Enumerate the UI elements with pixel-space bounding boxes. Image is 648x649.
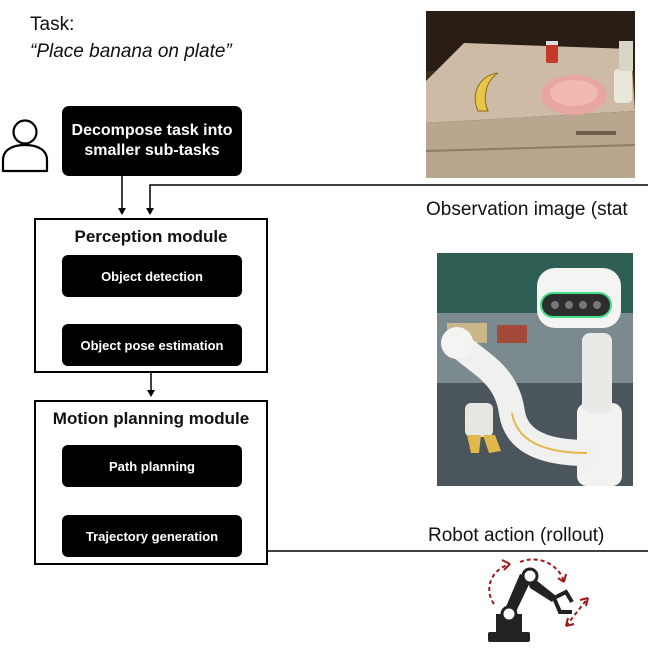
robot-action-caption: Robot action (rollout) [428,525,605,546]
arrow-observation-to-perception [146,184,648,215]
task-label: Task: [30,14,75,35]
observation-photo [426,11,635,178]
robot-photo [437,253,633,486]
perception-module-title: Perception module [74,227,228,246]
trajectory-generation-box: Trajectory generation [62,515,242,557]
path-planning-box: Path planning [62,445,242,487]
object-pose-estimation-box: Object pose estimation [62,324,242,366]
decompose-task-box: Decompose task into smaller sub-tasks [62,106,242,176]
motion-module-title: Motion planning module [52,409,250,428]
user-icon [1,119,49,173]
motion-planning-module: Motion planning module Path planning Tra… [34,400,268,565]
perception-module: Perception module Object detection Objec… [34,218,268,373]
task-text: “Place banana on plate” [30,41,232,62]
robot-arm-icon [488,558,589,642]
object-detection-box: Object detection [62,255,242,297]
observation-caption: Observation image (stat [426,199,628,220]
